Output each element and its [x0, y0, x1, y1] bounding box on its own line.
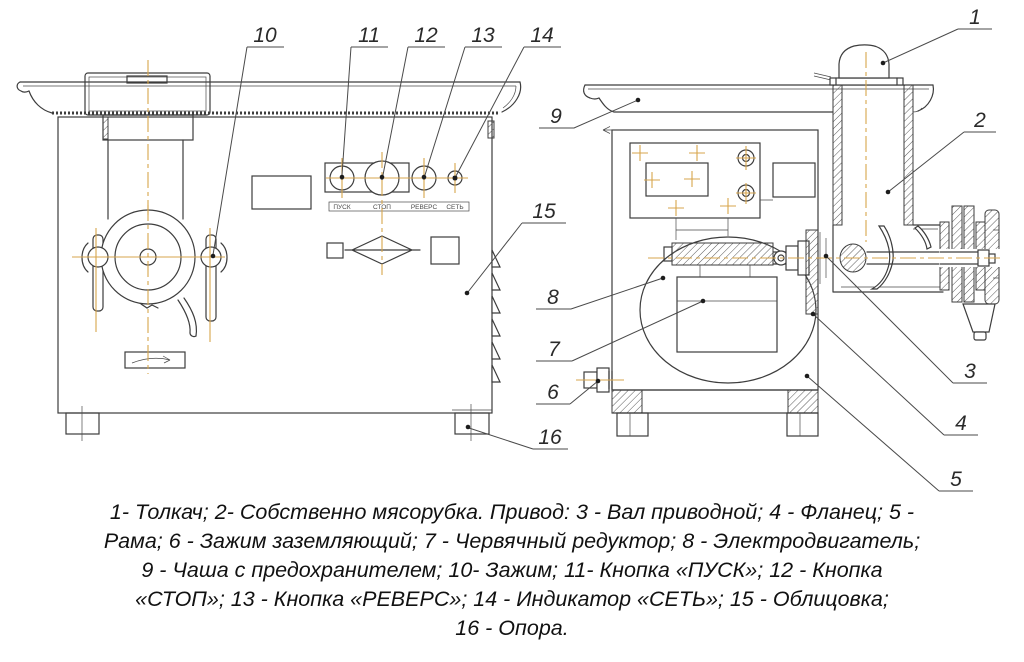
caption-line-1: 1- Толкач; 2- Собственно мясорубка. Прив… — [109, 500, 915, 524]
callout-2: 2 — [973, 109, 986, 132]
callout-15: 15 — [532, 200, 556, 223]
panel-label-strip — [328, 201, 470, 212]
side-view — [576, 44, 1002, 437]
label-power: СЕТЬ — [446, 204, 463, 211]
callout-10: 10 — [253, 24, 277, 47]
front-centerlines — [72, 60, 468, 374]
caption-line-5: 16 - Опора. — [455, 616, 569, 640]
callout-8: 8 — [547, 286, 559, 309]
rotation-plate — [124, 351, 186, 369]
callout-numbers: 1 2 3 4 5 6 7 8 9 10 11 12 13 14 15 16 — [253, 6, 986, 491]
electrical-box — [629, 142, 816, 240]
front-feet — [65, 404, 492, 441]
feed-tube — [832, 84, 914, 226]
side-body — [602, 126, 819, 437]
callout-7: 7 — [548, 338, 561, 361]
control-panel: ПУСК СТОП РЕВЕРС СЕТЬ — [251, 160, 470, 265]
flange-wall — [805, 229, 819, 315]
callout-leaders — [210, 28, 996, 492]
callout-16: 16 — [538, 426, 562, 449]
callout-5: 5 — [950, 468, 962, 491]
front-view: ПУСК СТОП РЕВЕРС СЕТЬ — [16, 60, 522, 441]
figure-caption: 1- Толкач; 2- Собственно мясорубка. Прив… — [0, 498, 1024, 643]
auger-blade — [869, 225, 894, 290]
caption-line-2: Рама; 6 - Зажим заземляющий; 7 - Червячн… — [103, 529, 921, 553]
callout-4: 4 — [955, 412, 967, 435]
callout-11: 11 — [358, 24, 380, 47]
callout-13: 13 — [471, 24, 495, 47]
pusher — [813, 44, 904, 86]
auger-blade — [914, 225, 932, 250]
grinder-head — [81, 209, 228, 338]
callout-1: 1 — [969, 6, 981, 29]
callout-12: 12 — [414, 24, 438, 47]
label-start: ПУСК — [333, 204, 350, 211]
technical-drawing: ПУСК СТОП РЕВЕРС СЕТЬ — [16, 6, 1002, 492]
callout-14: 14 — [530, 24, 553, 47]
label-stop: СТОП — [373, 204, 391, 211]
callout-3: 3 — [964, 360, 976, 383]
callout-6: 6 — [547, 381, 559, 404]
label-reverse: РЕВЕРС — [411, 204, 438, 211]
outlet-spout — [962, 303, 996, 333]
callout-9: 9 — [550, 105, 562, 128]
ring-nut — [939, 205, 1001, 341]
center-marks — [632, 145, 756, 216]
side-tray — [583, 84, 934, 113]
caption-line-4: «СТОП»; 13 - Кнопка «РЕВЕРС»; 14 - Индик… — [135, 587, 889, 611]
drive-shaft — [772, 229, 827, 315]
motor — [639, 236, 817, 384]
vent-louvers — [491, 249, 501, 383]
front-tray — [16, 81, 522, 115]
caption-line-3: 9 - Чаша с предохранителем; 10- Зажим; 1… — [141, 558, 883, 582]
front-body — [57, 116, 501, 441]
